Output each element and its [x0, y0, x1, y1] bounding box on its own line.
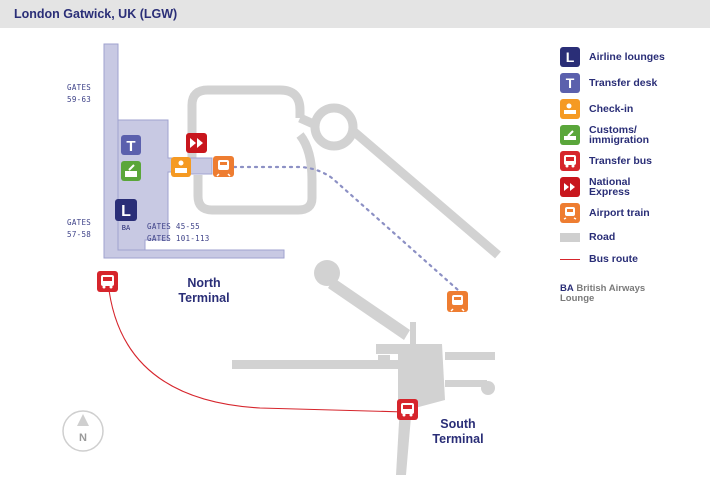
- bus-route-swatch: [560, 258, 580, 260]
- legend-item-transfer-bus: Transfer bus: [560, 148, 710, 174]
- legend-label: Transfer bus: [589, 155, 653, 167]
- gates-57-58-number: 57-58: [67, 230, 91, 239]
- legend-item-check-in: Check-in: [560, 96, 710, 122]
- gates-101-113-label: GATES 101-113: [147, 234, 210, 243]
- national-express-icon: [560, 177, 580, 197]
- airport-train-route: [232, 165, 460, 292]
- legend-item-national-express: National Express: [560, 174, 710, 200]
- airport-train-south-marker[interactable]: [447, 291, 468, 312]
- transfer-bus-south-marker[interactable]: [397, 399, 418, 420]
- legend-label: Check-in: [589, 103, 634, 115]
- north-terminal-label-line2: Terminal: [178, 291, 229, 305]
- ba-lounge-note: BA British Airways Lounge: [560, 284, 710, 304]
- legend-item-bus-route: Bus route: [560, 248, 710, 270]
- national-express-marker[interactable]: [186, 133, 207, 153]
- north-terminal-label: North: [187, 276, 220, 290]
- transfer-bus-north-marker[interactable]: [97, 271, 118, 292]
- svg-text:N: N: [79, 432, 87, 444]
- legend-item-airline-lounges: L Airline lounges: [560, 44, 710, 70]
- legend-label: Transfer desk: [589, 77, 658, 89]
- legend-item-airport-train: Airport train: [560, 200, 710, 226]
- header-bar: London Gatwick, UK (LGW): [0, 0, 710, 28]
- gates-45-55-label: GATES 45-55: [147, 222, 200, 231]
- legend-label: Customs/ immigration: [589, 124, 650, 146]
- gates-59-63-number: 59-63: [67, 95, 91, 104]
- transfer-desk-icon: T: [560, 73, 580, 93]
- south-terminal-roads: [232, 260, 495, 475]
- airport-train-north-marker[interactable]: [213, 156, 234, 177]
- customs-immigration-icon: [560, 125, 580, 145]
- legend-item-customs-immigration: Customs/ immigration: [560, 122, 710, 148]
- airport-train-icon: [560, 203, 580, 223]
- gates-59-63-label: GATES: [67, 83, 91, 92]
- legend-item-transfer-desk: T Transfer desk: [560, 70, 710, 96]
- ba-abbr: BA: [560, 283, 574, 294]
- north-terminal-roads: [187, 85, 501, 259]
- page-title: London Gatwick, UK (LGW): [14, 7, 178, 21]
- south-terminal-label-line2: Terminal: [432, 432, 483, 446]
- transfer-desk-marker[interactable]: T: [121, 135, 141, 155]
- check-in-marker[interactable]: [171, 157, 191, 177]
- legend-item-road: Road: [560, 226, 710, 248]
- ba-text: British Airways Lounge: [560, 283, 646, 304]
- ba-lounge-marker[interactable]: L: [115, 199, 137, 221]
- road-swatch: [560, 232, 580, 242]
- legend-label: Airline lounges: [589, 51, 665, 63]
- legend-label: Road: [589, 231, 616, 243]
- map-legend: L Airline lounges T Transfer desk Check-…: [560, 44, 710, 304]
- ba-badge: BA: [122, 224, 131, 232]
- gates-57-58-label: GATES: [67, 218, 91, 227]
- south-terminal-label: South: [440, 417, 475, 431]
- svg-text:L: L: [121, 203, 131, 220]
- airport-map: GATES 59-63 GATES 57-58 GATES 45-55 GATE…: [62, 43, 501, 475]
- airline-lounge-icon: L: [560, 47, 580, 67]
- customs-immigration-marker[interactable]: [121, 161, 141, 181]
- legend-label: Airport train: [589, 207, 650, 219]
- bus-route-line: [107, 281, 406, 413]
- compass-icon: N: [62, 410, 104, 452]
- legend-label: National Express: [589, 176, 631, 198]
- check-in-icon: [560, 99, 580, 119]
- svg-text:T: T: [126, 138, 135, 155]
- transfer-bus-icon: [560, 151, 580, 171]
- legend-label: Bus route: [589, 253, 639, 265]
